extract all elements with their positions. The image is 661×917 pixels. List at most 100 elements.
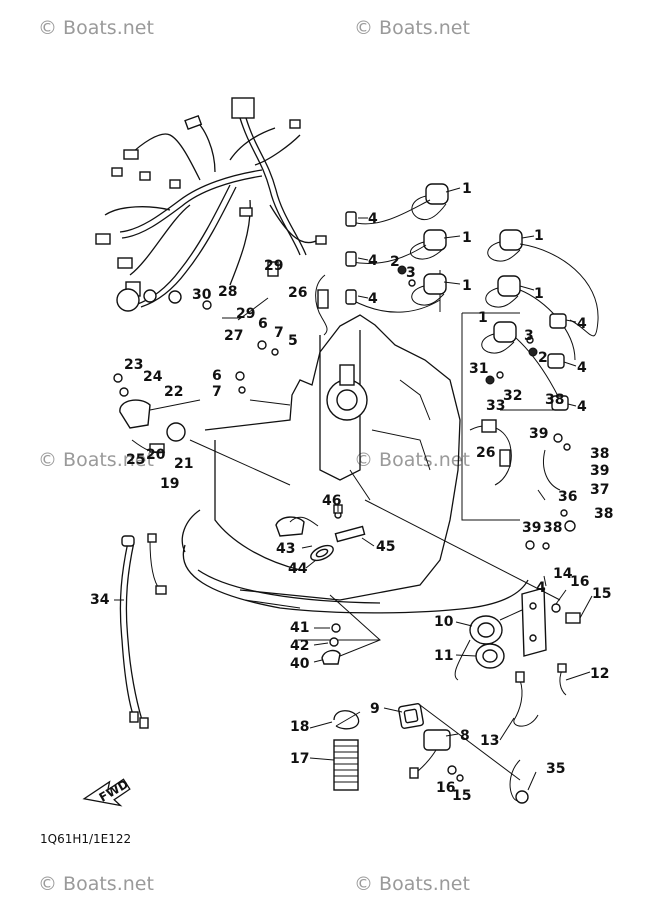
- lead-35: [509, 759, 529, 804]
- callout-2: 2: [390, 254, 400, 270]
- callout-29: 29: [236, 306, 255, 322]
- callout-16: 16: [436, 780, 455, 796]
- callout-10: 10: [434, 614, 454, 630]
- callout-17: 17: [290, 751, 309, 767]
- callout-27: 27: [224, 328, 243, 344]
- callout-36: 36: [558, 489, 577, 505]
- callout-9: 9: [370, 701, 380, 717]
- callout-6: 6: [212, 368, 222, 384]
- callout-leaders: [114, 187, 593, 791]
- leader-lines: [189, 270, 565, 781]
- ignition-coil: [481, 321, 517, 354]
- callout-43: 43: [276, 541, 295, 557]
- callout-1: 1: [462, 230, 472, 246]
- callout-1: 1: [478, 310, 488, 326]
- callout-1: 1: [534, 228, 544, 244]
- bracket-assembly: [119, 399, 201, 454]
- callout-18: 18: [290, 719, 309, 735]
- callout-38: 38: [545, 392, 564, 408]
- callout-40: 40: [290, 656, 310, 672]
- callout-23: 23: [124, 357, 143, 373]
- callout-32: 32: [503, 388, 522, 404]
- callout-5: 5: [288, 333, 298, 349]
- callout-3: 3: [406, 265, 416, 281]
- diagram-code: 1Q61H1/1E122: [40, 832, 131, 846]
- callout-8: 8: [460, 728, 470, 744]
- callout-1: 1: [462, 278, 472, 294]
- callout-37: 37: [590, 482, 609, 498]
- sensor-assembly-43: [275, 516, 366, 562]
- callout-38: 38: [594, 506, 613, 522]
- callout-42: 42: [290, 638, 309, 654]
- callout-15: 15: [452, 788, 471, 804]
- callout-14: 14: [553, 566, 573, 582]
- switch-8: [409, 729, 464, 782]
- callout-7: 7: [274, 325, 284, 341]
- callout-4: 4: [577, 360, 587, 376]
- watermark-bottom-right: © Boats.net: [354, 873, 470, 895]
- callout-46: 46: [322, 493, 341, 509]
- callout-4: 4: [368, 291, 378, 307]
- main-wiring-harness: [95, 97, 327, 312]
- callout-13: 13: [480, 733, 499, 749]
- callout-1: 1: [534, 286, 544, 302]
- watermark-top-right: © Boats.net: [354, 17, 470, 39]
- callout-38: 38: [590, 446, 609, 462]
- callout-30: 30: [192, 287, 212, 303]
- switch-9: [398, 703, 424, 729]
- sleeve-17: [333, 739, 359, 791]
- ignition-coil: [411, 273, 447, 306]
- callout-35: 35: [546, 761, 565, 777]
- callout-39: 39: [529, 426, 548, 442]
- fwd-label: FWD: [97, 777, 131, 805]
- callout-21: 21: [174, 456, 193, 472]
- callout-12: 12: [590, 666, 609, 682]
- leads-12-13: [513, 663, 567, 727]
- callout-25: 25: [126, 452, 145, 468]
- ignition-coil: [411, 183, 449, 220]
- callout-22: 22: [164, 384, 183, 400]
- watermark-top-left: © Boats.net: [38, 17, 154, 39]
- rectifier-lead: [469, 419, 561, 491]
- callout-24: 24: [143, 369, 163, 385]
- callout-4: 4: [577, 399, 587, 415]
- fwd-arrow-icon: FWD: [82, 777, 131, 807]
- watermark-mid-left: © Boats.net: [38, 449, 154, 471]
- callout-38: 38: [543, 520, 562, 536]
- callout-7: 7: [212, 384, 222, 400]
- callout-11: 11: [434, 648, 453, 664]
- callout-31: 31: [469, 361, 488, 377]
- bracket-40: [321, 649, 341, 665]
- spark-plug-caps: [345, 199, 599, 411]
- callout-2: 2: [538, 350, 548, 366]
- callout-6: 6: [258, 316, 268, 332]
- callout-19: 19: [160, 476, 179, 492]
- callout-20: 20: [146, 447, 166, 463]
- engine-block: [204, 314, 461, 601]
- hardware: [113, 265, 576, 647]
- ignition-coil-group: [409, 183, 523, 354]
- callout-16: 16: [570, 574, 589, 590]
- callout-45: 45: [376, 539, 395, 555]
- callout-4: 4: [577, 316, 587, 332]
- ignition-coil: [409, 229, 447, 260]
- harness-34: [119, 533, 167, 729]
- callout-39: 39: [590, 463, 609, 479]
- callout-33: 33: [486, 398, 505, 414]
- ignition-coil: [487, 229, 523, 262]
- watermark-bottom-left: © Boats.net: [38, 873, 154, 895]
- relay-group: [454, 609, 523, 681]
- clip-18: [333, 710, 361, 730]
- callout-34: 34: [90, 592, 110, 608]
- callout-26: 26: [476, 445, 495, 461]
- callout-39: 39: [522, 520, 541, 536]
- callout-3: 3: [524, 328, 534, 344]
- watermark-mid-right: © Boats.net: [354, 449, 470, 471]
- callout-15: 15: [592, 586, 611, 602]
- callout-4: 4: [368, 211, 378, 227]
- callout-4: 4: [536, 580, 546, 596]
- callout-41: 41: [290, 620, 309, 636]
- callout-29: 29: [264, 258, 283, 274]
